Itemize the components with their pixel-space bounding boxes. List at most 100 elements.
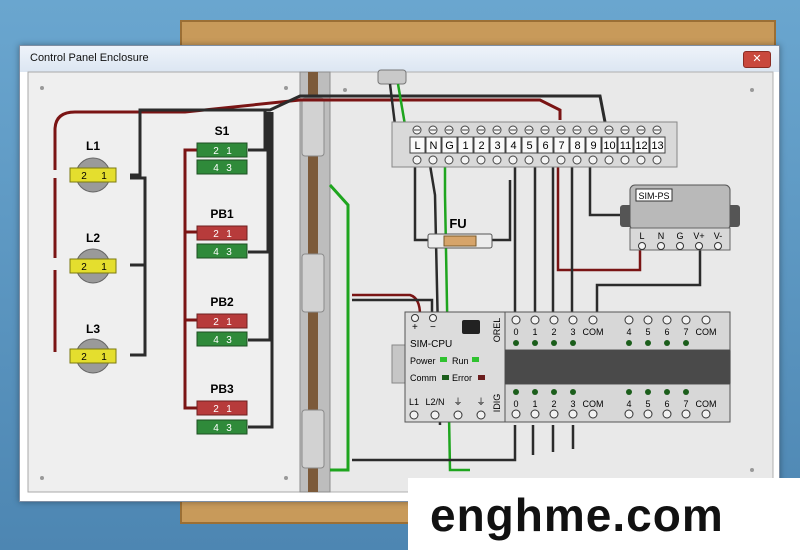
ps-terminal-label: L: [639, 231, 644, 241]
cpu-plus-terminal[interactable]: [411, 314, 419, 322]
cpu-power-terminal-3[interactable]: ⏚: [453, 397, 463, 420]
svg-text:−: −: [430, 322, 436, 333]
title-bar[interactable]: Control Panel Enclosure ✕: [20, 46, 779, 72]
terminal-10[interactable]: 10: [601, 125, 618, 165]
ps-terminal-V+[interactable]: V+: [693, 231, 705, 250]
close-button[interactable]: ✕: [743, 51, 771, 68]
lamp-label: L3: [86, 322, 100, 336]
output-terminal-4[interactable]: 3: [568, 315, 578, 346]
svg-text:1: 1: [226, 317, 232, 328]
output-wires: [513, 160, 574, 315]
terminal-9[interactable]: 9: [585, 125, 602, 165]
terminal-3[interactable]: 3: [489, 125, 506, 165]
svg-text:4: 4: [213, 335, 219, 346]
output-terminal-2[interactable]: 1: [530, 315, 540, 346]
terminal-label: 10: [603, 140, 615, 152]
output-terminal-8[interactable]: 6: [662, 315, 672, 346]
lamp-l2[interactable]: L2 2 1: [69, 231, 117, 284]
terminal-label: 4: [510, 140, 516, 152]
lamp-l3[interactable]: L3 2 1: [69, 322, 117, 374]
cpu-panel: [404, 311, 506, 423]
terminal-8[interactable]: 8: [569, 125, 586, 165]
terminal-12[interactable]: 12: [633, 125, 650, 165]
terminal-label: 5: [526, 140, 532, 152]
cpu-power-terminal-4[interactable]: ⏚: [476, 397, 486, 420]
ps-terminal-G[interactable]: G: [676, 231, 684, 250]
pushbutton-pb3[interactable]: PB3 2 1 4 3: [196, 382, 248, 435]
output-terminal-3[interactable]: 2: [549, 315, 559, 346]
ps-terminal-V-[interactable]: V-: [714, 231, 723, 250]
terminal-11[interactable]: 11: [617, 125, 634, 165]
input-terminal-label: 3: [570, 399, 575, 409]
terminal-N[interactable]: N: [425, 125, 442, 165]
terminal-4[interactable]: 4: [505, 125, 522, 165]
input-terminal-label: 5: [645, 399, 650, 409]
lamp-l1[interactable]: L1 2 1: [69, 139, 117, 193]
enclosure-door: [27, 71, 301, 493]
input-terminal-4[interactable]: 3: [568, 389, 578, 419]
input-terminal-label: 0: [513, 399, 518, 409]
output-terminal-5[interactable]: COM: [583, 315, 604, 337]
fuse-out-wire: [492, 180, 512, 242]
cpu-power-terminal-1[interactable]: L1: [409, 397, 419, 420]
terminal-5[interactable]: 5: [521, 125, 538, 165]
input-terminal-8[interactable]: 6: [662, 389, 672, 419]
svg-text:2: 2: [81, 262, 87, 273]
output-terminal-label: COM: [696, 327, 717, 337]
run-led: [472, 357, 479, 362]
output-terminal-9[interactable]: 7: [681, 315, 691, 346]
input-terminal-2[interactable]: 1: [530, 389, 540, 419]
svg-text:1: 1: [226, 404, 232, 415]
output-terminal-label: 4: [626, 327, 631, 337]
input-terminal-label: 1: [532, 399, 537, 409]
input-terminal-9[interactable]: 7: [681, 389, 691, 419]
output-terminal-1[interactable]: 0: [511, 315, 521, 346]
pushbutton-pb2[interactable]: PB2 2 1 4 3: [196, 295, 248, 347]
output-terminal-10[interactable]: COM: [696, 315, 717, 337]
input-terminal-5[interactable]: COM: [583, 399, 604, 419]
input-terminal-7[interactable]: 5: [643, 389, 653, 419]
input-terminal-6[interactable]: 4: [624, 389, 634, 419]
input-led: [532, 389, 538, 395]
output-led: [645, 340, 651, 346]
cpu-power-terminal-2[interactable]: L2/N: [425, 397, 445, 420]
terminal-G[interactable]: G: [441, 125, 458, 165]
switch-bottom-contacts: [196, 419, 248, 435]
output-terminal-7[interactable]: 5: [643, 315, 653, 346]
switch-top-contacts: [196, 313, 248, 329]
input-led: [626, 389, 632, 395]
terminal-1[interactable]: 1: [457, 125, 474, 165]
plc-sim-cpu[interactable]: + − SIM-CPU Power Run Comm Error OREL ID…: [391, 311, 731, 423]
output-terminal-label: 7: [683, 327, 688, 337]
door-screw: [40, 86, 44, 90]
ps-terminal-L[interactable]: L: [638, 231, 646, 250]
pushbutton-pb1[interactable]: PB1 2 1 4 3: [196, 207, 248, 259]
cpu-minus-terminal[interactable]: [429, 314, 437, 322]
fuse-fu[interactable]: FU: [427, 216, 493, 249]
switch-label: S1: [215, 124, 230, 138]
lamp-black-chain: [130, 176, 147, 357]
svg-text:2: 2: [81, 352, 87, 363]
switch-top-contacts: [196, 400, 248, 416]
switch-s1[interactable]: S1 2 1 4 3: [196, 124, 248, 175]
output-terminal-label: 5: [645, 327, 650, 337]
terminal-13[interactable]: 13: [649, 125, 666, 165]
terminal-6[interactable]: 6: [537, 125, 554, 165]
input-terminal-1[interactable]: 0: [511, 389, 521, 419]
output-terminal-6[interactable]: 4: [624, 315, 634, 346]
svg-text:Comm: Comm: [410, 373, 437, 383]
terminal-2[interactable]: 2: [473, 125, 490, 165]
hinge-middle: [301, 253, 325, 313]
output-terminal-label: 6: [664, 327, 669, 337]
terminal-L[interactable]: L: [409, 125, 426, 165]
ps-terminal-N[interactable]: N: [657, 231, 665, 250]
terminal-7[interactable]: 7: [553, 125, 570, 165]
switch-top-contacts: [196, 225, 248, 241]
lamp-terminal-block: [69, 167, 117, 183]
lamp-terminal-block: [69, 258, 117, 274]
input-terminal-10[interactable]: COM: [696, 399, 717, 419]
input-terminal-3[interactable]: 2: [549, 389, 559, 419]
input-terminal-label: COM: [583, 399, 604, 409]
